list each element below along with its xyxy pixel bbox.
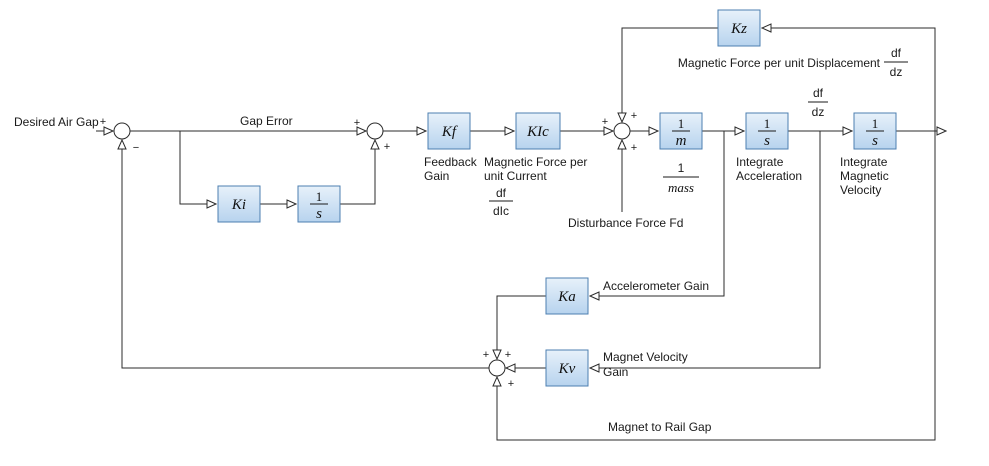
wire-output-to-kz	[762, 28, 936, 131]
kic-frac-den: dIc	[493, 204, 509, 218]
wire-sum4-to-sum1	[122, 140, 489, 369]
magnet-velocity-gain-label-line2: Gain	[603, 365, 628, 379]
plus-sign: +	[483, 349, 489, 361]
wire-railgap-feedback	[497, 131, 936, 441]
wires	[96, 27, 946, 441]
desired-air-gap-label: Desired Air Gap	[14, 115, 99, 129]
magnet-velocity-gain-label-line1: Magnet Velocity	[603, 350, 688, 364]
plus-sign: +	[354, 117, 360, 129]
sum3-circle[interactable]	[613, 122, 631, 140]
integrator1-den: s	[316, 206, 322, 222]
feedback-gain-caption-line2: Gain	[424, 169, 449, 183]
ki-rect[interactable]	[217, 185, 261, 223]
block-kic[interactable]: KIc	[515, 112, 561, 150]
summing-junction-1[interactable]: + −	[100, 116, 139, 154]
kz-label: Kz	[730, 21, 747, 37]
kz-frac-den: dz	[890, 65, 903, 79]
kic-caption-line2: unit Current	[484, 169, 547, 183]
ka-label: Ka	[557, 289, 576, 305]
wire-integrator1-to-sum2	[340, 140, 375, 205]
kic-frac-num: df	[496, 186, 507, 200]
integrator3-num: 1	[872, 116, 879, 131]
minus-sign: −	[133, 142, 139, 154]
invmass-den: m	[676, 133, 687, 149]
kic-caption-line1: Magnetic Force per	[484, 155, 587, 169]
integrate-magnetic-caption-line2: Magnetic	[840, 169, 889, 183]
kz-rect[interactable]	[717, 9, 761, 47]
kf-rect[interactable]	[427, 112, 471, 150]
wire-velocity-tap-to-kv	[590, 131, 821, 368]
wire-ka-to-sum4	[497, 295, 546, 359]
kf-label: Kf	[441, 124, 458, 140]
sum4-circle[interactable]	[488, 359, 506, 377]
integrate-magnetic-caption-line3: Velocity	[840, 183, 881, 197]
block-kv[interactable]: Kv	[545, 349, 589, 387]
block-ki[interactable]: Ki	[217, 185, 261, 223]
block-integrator-1[interactable]: 1 s	[297, 185, 341, 223]
block-integrator-3[interactable]: 1 s	[853, 112, 897, 150]
sum1-circle[interactable]	[113, 122, 131, 140]
plus-sign: +	[384, 141, 390, 153]
plus-sign: +	[100, 116, 106, 128]
wire-accel-tap-to-ka	[590, 131, 725, 296]
plus-sign: +	[508, 378, 514, 390]
integrate-acceleration-caption-line1: Integrate	[736, 155, 784, 169]
plus-sign: +	[602, 116, 608, 128]
accelerometer-gain-label: Accelerometer Gain	[603, 279, 709, 293]
disturbance-force-label: Disturbance Force Fd	[568, 216, 683, 230]
block-integrator-2[interactable]: 1 s	[745, 112, 789, 150]
integrator2-num: 1	[764, 116, 771, 131]
block-inv-mass[interactable]: 1 m	[659, 112, 703, 150]
kv-rect[interactable]	[545, 349, 589, 387]
feedback-gain-caption-line1: Feedback	[424, 155, 478, 169]
gap-error-label: Gap Error	[240, 114, 293, 128]
summing-junction-2[interactable]: + +	[354, 117, 390, 153]
summing-junction-4[interactable]: + + +	[483, 349, 514, 390]
kz-frac-num: df	[891, 46, 902, 60]
wire-branch-to-ki	[179, 131, 216, 204]
kic-rect[interactable]	[515, 112, 561, 150]
integrate-acceleration-caption-line2: Acceleration	[736, 169, 802, 183]
ki-label: Ki	[231, 197, 246, 213]
integrate-magnetic-caption-line1: Integrate	[840, 155, 888, 169]
plus-sign: +	[631, 142, 637, 154]
integrator3-den: s	[872, 133, 878, 149]
invmass-caption-den: mass	[668, 180, 694, 195]
kv-label: Kv	[558, 361, 576, 377]
block-ka[interactable]: Ka	[545, 277, 589, 315]
integrator1-num: 1	[316, 189, 323, 204]
dfdz-mid-den: dz	[812, 105, 825, 119]
block-kz[interactable]: Kz	[717, 9, 761, 47]
block-kf[interactable]: Kf	[427, 112, 471, 150]
summing-junction-3[interactable]: + + +	[602, 110, 637, 154]
ka-rect[interactable]	[545, 277, 589, 315]
magnet-to-rail-gap-label: Magnet to Rail Gap	[608, 420, 712, 434]
plus-sign: +	[631, 110, 637, 122]
plus-sign: +	[505, 349, 511, 361]
sum2-circle[interactable]	[366, 122, 384, 140]
invmass-num: 1	[678, 116, 685, 131]
integrator2-den: s	[764, 133, 770, 149]
dfdz-mid-num: df	[813, 86, 824, 100]
wire-kz-to-sum3	[622, 27, 718, 122]
kz-caption: Magnetic Force per unit Displacement	[678, 56, 881, 70]
invmass-caption-num: 1	[678, 161, 685, 175]
kic-label: KIc	[526, 124, 549, 140]
